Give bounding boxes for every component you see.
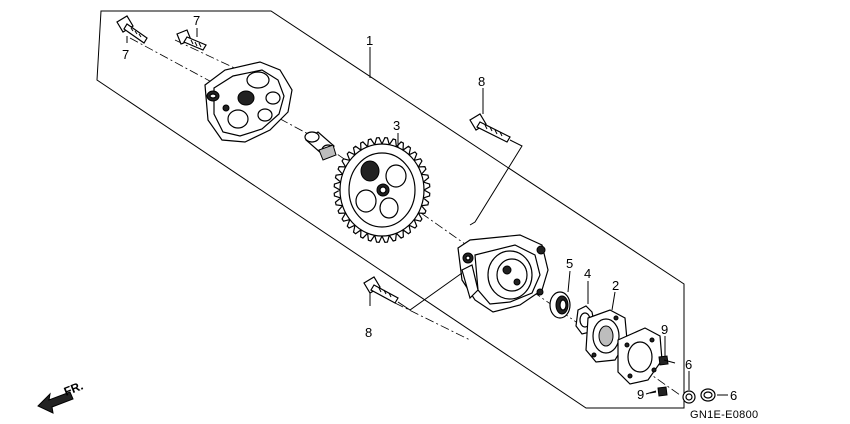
- driven-gear-part-3: [333, 137, 431, 243]
- leader-9b: [649, 391, 657, 394]
- callout-4: 4: [584, 266, 591, 281]
- pump-body: [457, 234, 549, 313]
- bolt-8-bracket-lower: [397, 272, 463, 311]
- end-plate: [617, 327, 663, 385]
- callout-2: 2: [612, 278, 619, 293]
- leader-2: [611, 291, 616, 311]
- callout-5: 5: [566, 256, 573, 271]
- diagram-code: GN1E-E0800: [690, 409, 758, 421]
- callout-3: 3: [393, 118, 400, 133]
- bolt-7-right: [176, 29, 207, 51]
- callout-8b: 8: [365, 325, 372, 340]
- assembly-boundary: [96, 10, 685, 409]
- callout-1: 1: [366, 33, 373, 48]
- callout-6a: 6: [685, 357, 692, 372]
- callout-9a: 9: [661, 322, 668, 337]
- bolt-8-upper: [469, 113, 511, 143]
- ring-part-5: [549, 291, 571, 319]
- bolt-8-lower: [363, 276, 399, 304]
- leader-5: [567, 270, 571, 293]
- direction-label: FR.: [62, 379, 85, 399]
- callout-8a: 8: [478, 74, 485, 89]
- screw-9-upper: [658, 355, 676, 366]
- bolt-7-left: [116, 15, 148, 44]
- screw-9-lower: [645, 386, 668, 397]
- bolt-axis-line: [174, 39, 261, 81]
- callout-7a: 7: [122, 47, 129, 62]
- callout-7b: 7: [193, 13, 200, 28]
- callout-9b: 9: [637, 387, 644, 402]
- pump-cover-part-1: [204, 61, 293, 143]
- outer-rotor-part-2: [585, 309, 628, 363]
- bolt-8-bracket-upper: [469, 139, 523, 226]
- bolt-lower-axis: [394, 302, 471, 341]
- o-ring-6-right: [700, 388, 716, 402]
- callout-6b: 6: [730, 388, 737, 403]
- rotor-shaft: [304, 131, 337, 161]
- o-ring-6-left: [682, 390, 696, 404]
- front-direction-arrow: FR.: [37, 379, 85, 414]
